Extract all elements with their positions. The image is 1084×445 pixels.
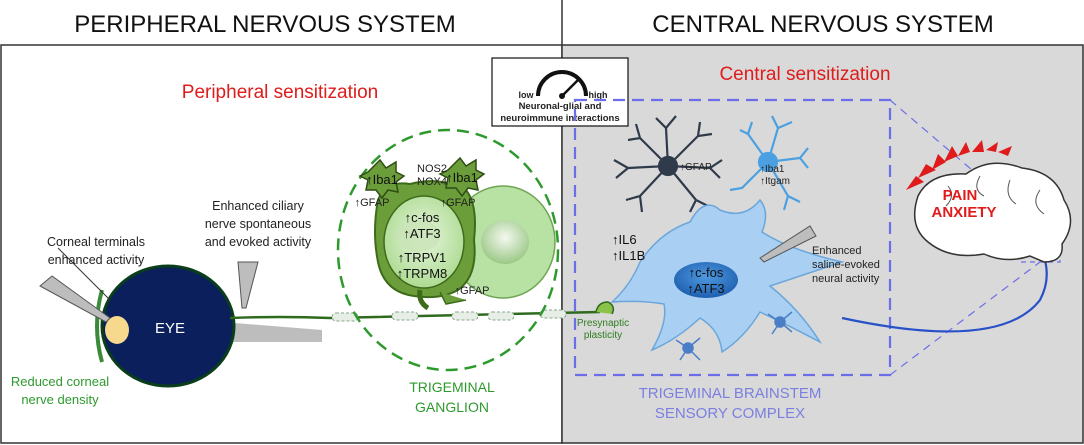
ascending-pathway bbox=[841, 232, 1053, 333]
ganglion-gfap-2: ↑GFAP bbox=[441, 197, 476, 209]
ciliary-line-2: nerve spontaneous bbox=[205, 217, 311, 231]
brainstem-cfos: ↑c-fos bbox=[689, 265, 724, 280]
brainstem-label-2: SENSORY COMPLEX bbox=[655, 405, 805, 422]
brainstem-il6: ↑IL6 bbox=[612, 232, 637, 247]
ganglion-boundary bbox=[336, 128, 560, 372]
presyn-line-1: Presynaptic bbox=[577, 318, 629, 329]
gauge-line-1: Neuronal-glial and bbox=[519, 101, 602, 112]
reduced-density-line-2: nerve density bbox=[21, 392, 99, 407]
corneal-terminals-line-1: Corneal terminals bbox=[47, 235, 145, 249]
ganglion-nox4: NOX4 bbox=[417, 176, 447, 188]
ciliary-electrode-icon bbox=[237, 261, 259, 309]
brainstem-iba1: ↑Iba1 bbox=[760, 164, 785, 175]
enhanced-line-1: Enhanced bbox=[812, 245, 862, 257]
corneal-terminals-line-2: enhanced activity bbox=[48, 253, 145, 267]
ganglion-label-1: TRIGEMINAL bbox=[409, 379, 495, 395]
ganglion-gfap-3: ↑GFAP bbox=[455, 285, 490, 297]
ganglion-iba1-2: ↑Iba1 bbox=[446, 170, 478, 185]
astrocyte-gfap bbox=[613, 115, 723, 213]
ganglion-atf3: ↑ATF3 bbox=[403, 226, 440, 241]
gauge-high: high bbox=[589, 90, 608, 100]
brainstem-box bbox=[573, 98, 892, 377]
myelin-segments bbox=[331, 309, 567, 322]
reduced-density-line-1: Reduced corneal bbox=[11, 374, 109, 389]
presynaptic-terminal bbox=[595, 301, 615, 315]
nerve-stump bbox=[222, 322, 322, 342]
brainstem-il1b: ↑IL1B bbox=[612, 248, 645, 263]
eye-label: EYE bbox=[155, 320, 185, 337]
brainstem-electrode-icon bbox=[759, 225, 817, 263]
brainstem-itgam: ↑Itgam bbox=[760, 176, 790, 187]
microglia-icon-2 bbox=[438, 156, 486, 198]
gauge-low: low bbox=[519, 90, 535, 100]
central-sensitization-title: Central sensitization bbox=[719, 64, 890, 85]
presyn-line-2: plasticity bbox=[584, 330, 622, 341]
brainstem-nucleus bbox=[674, 262, 738, 298]
ganglion-trpv1: ↑TRPV1 bbox=[398, 250, 446, 265]
enhanced-line-2: saline-evoked bbox=[812, 259, 880, 271]
pns-header: PERIPHERAL NERVOUS SYSTEM bbox=[74, 11, 455, 38]
small-glia bbox=[675, 311, 793, 361]
ciliary-line-1: Enhanced ciliary bbox=[212, 199, 304, 213]
lens bbox=[105, 316, 129, 344]
anxiety-label: ANXIETY bbox=[931, 204, 996, 221]
pain-label: PAIN bbox=[943, 187, 978, 204]
ganglion-cfos: ↑c-fos bbox=[405, 210, 440, 225]
ganglion-iba1-1: ↑Iba1 bbox=[366, 172, 398, 187]
microglia-blue bbox=[729, 115, 809, 211]
peripheral-sensitization-title: Peripheral sensitization bbox=[182, 82, 378, 103]
brainstem-label-1: TRIGEMINAL BRAINSTEM bbox=[639, 385, 822, 402]
ganglion-label-2: GANGLION bbox=[415, 399, 489, 415]
ganglion-gfap-1: ↑GFAP bbox=[355, 197, 390, 209]
corneal-electrode-icon bbox=[39, 275, 111, 323]
microglia-icon-1 bbox=[358, 158, 406, 200]
cns-header: CENTRAL NERVOUS SYSTEM bbox=[652, 11, 993, 38]
enhanced-line-3: neural activity bbox=[812, 273, 880, 285]
brainstem-gfap: ↑GFAP bbox=[680, 162, 712, 173]
ganglion-nos2: NOS2 bbox=[417, 163, 447, 175]
brainstem-atf3: ↑ATF3 bbox=[687, 281, 724, 296]
ciliary-line-3: and evoked activity bbox=[205, 235, 312, 249]
trigeminal-nerve bbox=[229, 310, 601, 320]
gauge-icon bbox=[536, 70, 588, 97]
pain-spikes-icon bbox=[906, 140, 1012, 190]
gauge-line-2: neuroimmune interactions bbox=[500, 113, 619, 124]
gauge-box: low high Neuronal-glial and neuroimmune … bbox=[491, 57, 629, 127]
ganglion-trpm8: ↑TRPM8 bbox=[397, 266, 448, 281]
brain-icon bbox=[913, 162, 1072, 263]
eye: EYE bbox=[95, 264, 236, 388]
